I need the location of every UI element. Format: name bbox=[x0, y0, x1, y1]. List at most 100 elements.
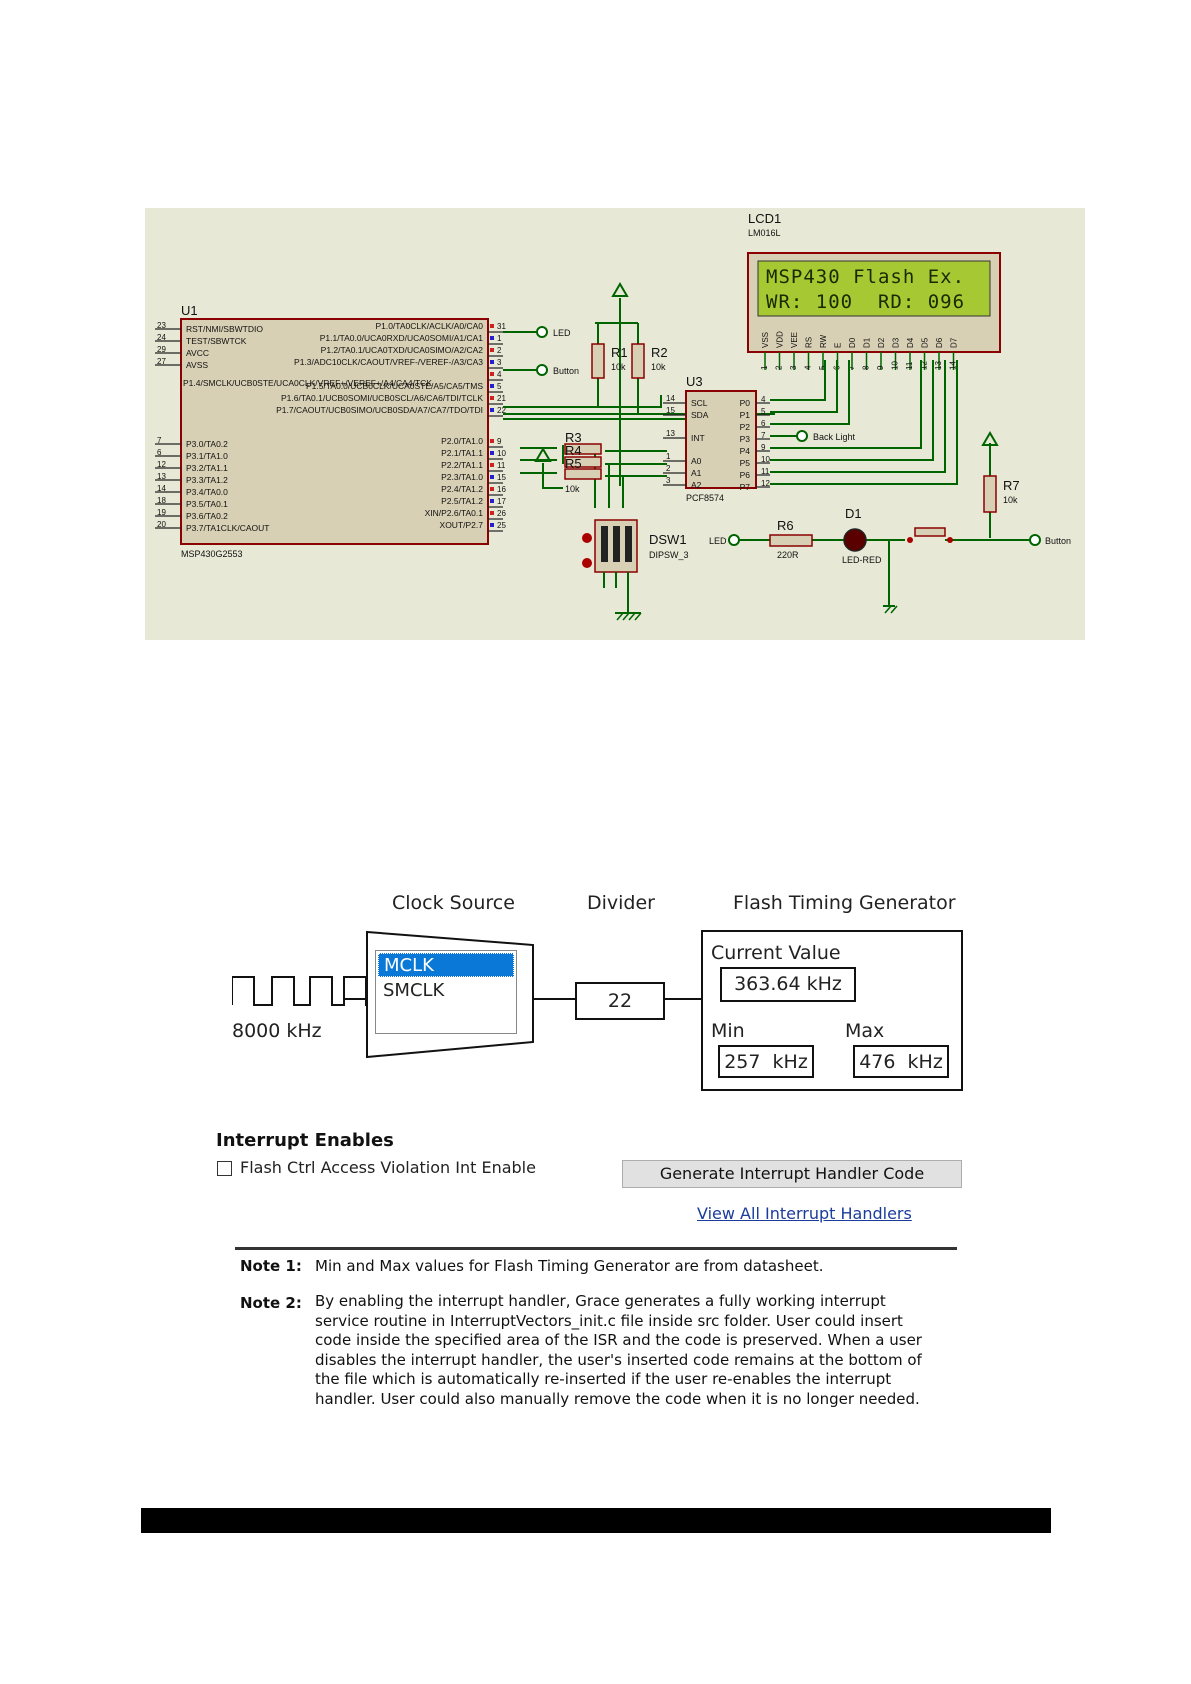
mcu-left-pin-name: AVSS bbox=[186, 360, 208, 370]
lcd-pin-number: 7 bbox=[847, 365, 856, 370]
divider-title: Divider bbox=[587, 892, 655, 914]
mcu-right-pin-number: 22 bbox=[497, 406, 506, 415]
clock-option-smclk[interactable]: SMCLK bbox=[378, 979, 514, 1003]
mcu-left-pin-number: 29 bbox=[157, 345, 166, 354]
clock-option-mclk-label: MCLK bbox=[384, 955, 434, 976]
mcu-left-pin-name: P3.6/TA0.2 bbox=[186, 511, 228, 521]
mcu-right-pin-number: 3 bbox=[497, 358, 502, 367]
lcd-pin-label: D1 bbox=[863, 337, 872, 348]
u3-right-pin-name: P6 bbox=[740, 470, 751, 480]
mcu-left-pin-name: P3.7/TA1CLK/CAOUT bbox=[186, 523, 269, 533]
mcu-right-pin-marker bbox=[490, 408, 494, 412]
mcu-right-pin-name: XIN/P2.6/TA0.1 bbox=[425, 508, 484, 518]
view-handlers-link[interactable]: View All Interrupt Handlers bbox=[697, 1204, 912, 1223]
clock-source-title: Clock Source bbox=[392, 892, 515, 914]
mcu-right-pin-marker bbox=[490, 451, 494, 455]
d1-ref: D1 bbox=[845, 506, 862, 521]
u3-body bbox=[685, 390, 757, 489]
u3-left-pin-name: A1 bbox=[691, 468, 702, 478]
min-label: Min bbox=[711, 1020, 745, 1042]
r3-ref: R3 bbox=[565, 430, 582, 445]
generate-handler-button[interactable]: Generate Interrupt Handler Code bbox=[622, 1160, 962, 1188]
mcu-right-pin-name: P2.0/TA1.0 bbox=[441, 436, 483, 446]
interrupt-checkbox[interactable] bbox=[217, 1161, 232, 1176]
lcd-pin-number: 13 bbox=[934, 361, 943, 370]
mcu-right-pin-marker bbox=[490, 439, 494, 443]
button-label: Button bbox=[553, 366, 579, 376]
lcd-pin-label: E bbox=[834, 343, 843, 348]
u3-right-pin-number: 6 bbox=[761, 419, 766, 428]
mcu-left-pin-number: 18 bbox=[157, 496, 166, 505]
lcd-line1: MSP430 Flash Ex. bbox=[766, 266, 965, 288]
mcu-left-pin-number: 6 bbox=[157, 448, 162, 457]
clock-option-mclk[interactable]: MCLK bbox=[378, 953, 514, 977]
mcu-right-pin-marker bbox=[490, 511, 494, 515]
mcu-right-pin-number: 15 bbox=[497, 473, 506, 482]
mcu-left-pin-number: 23 bbox=[157, 321, 166, 330]
mcu-right-pin-number: 25 bbox=[497, 521, 506, 530]
r1-ref: R1 bbox=[611, 345, 628, 360]
mcu-right-pin-name: P2.1/TA1.1 bbox=[441, 448, 483, 458]
mcu-left-pin-number: 7 bbox=[157, 436, 162, 445]
u3-right-pin-number: 11 bbox=[761, 467, 770, 476]
wire-clk-in bbox=[345, 998, 365, 1000]
max-label: Max bbox=[845, 1020, 885, 1042]
mcu-left-pin-number: 12 bbox=[157, 460, 166, 469]
lcd-pin-number: 4 bbox=[804, 365, 813, 370]
lcd-line2: WR: 100 RD: 096 bbox=[766, 291, 965, 313]
mcu-left-pin-name: P3.0/TA0.2 bbox=[186, 439, 228, 449]
mcu-right-pin-name: P1.2/TA0.1/UCA0TXD/UCA0SIMO/A2/CA2 bbox=[321, 345, 484, 355]
lcd-pin-number: 11 bbox=[905, 361, 914, 370]
r345-val: 10k bbox=[565, 484, 580, 494]
lcd-pins: VSS1VDD2VEE3RS4RW5E6D07D18D29D310D411D51… bbox=[760, 331, 959, 370]
current-value: 363.64 kHz bbox=[734, 973, 842, 995]
mcu-left-pin-number: 14 bbox=[157, 484, 166, 493]
u3-right-pin-number: 4 bbox=[761, 395, 766, 404]
mcu-right-pin-name: P1.3/ADC10CLK/CAOUT/VREF-/VEREF-/A3/CA3 bbox=[294, 357, 483, 367]
lcd-pin-number: 5 bbox=[818, 365, 827, 370]
mcu-right-pin-number: 1 bbox=[497, 334, 502, 343]
u3-right-pin-name: P1 bbox=[740, 410, 751, 420]
divider-value-box[interactable]: 22 bbox=[575, 982, 665, 1020]
mcu-part: MSP430G2553 bbox=[181, 549, 243, 559]
d1-led bbox=[843, 528, 867, 552]
generate-handler-label: Generate Interrupt Handler Code bbox=[659, 1164, 925, 1183]
u3-right-pin-name: P5 bbox=[740, 458, 751, 468]
mcu-right-pin-marker bbox=[490, 487, 494, 491]
u3-right-pin-name: P3 bbox=[740, 434, 751, 444]
r6-body bbox=[769, 534, 813, 547]
u3-left-pin-number: 13 bbox=[666, 429, 675, 438]
r1-body bbox=[591, 343, 605, 379]
r7-ref: R7 bbox=[1003, 478, 1020, 493]
interrupt-checkbox-label[interactable]: Flash Ctrl Access Violation Int Enable bbox=[240, 1158, 536, 1177]
min-value: 257 kHz bbox=[724, 1051, 808, 1073]
u3-part: PCF8574 bbox=[686, 493, 724, 503]
mcu-right-pin-number: 11 bbox=[497, 461, 506, 470]
lcd-ref: LCD1 bbox=[748, 211, 781, 226]
u3-right-pin-number: 12 bbox=[761, 479, 770, 488]
r2-body bbox=[631, 343, 645, 379]
mcu-right-pin-name: P1.7/CAOUT/UCB0SIMO/UCB0SDA/A7/CA7/TDO/T… bbox=[276, 405, 483, 415]
r1-val: 10k bbox=[611, 362, 626, 372]
note2-line: the file which is automatically re-inser… bbox=[315, 1370, 892, 1388]
mcu-right-pin-number: 10 bbox=[497, 449, 506, 458]
clock-source-listbox[interactable]: MCLK SMCLK bbox=[375, 950, 517, 1034]
min-value-box: 257 kHz bbox=[718, 1045, 814, 1078]
u3-left-pin-name: SCL bbox=[691, 398, 708, 408]
mcu-left-pin-name: TEST/SBWTCK bbox=[186, 336, 247, 346]
note2-label: Note 2: bbox=[240, 1294, 302, 1312]
r3-body bbox=[564, 443, 602, 455]
mcu-left-pin-name: AVCC bbox=[186, 348, 209, 358]
lcd-pin-label: RS bbox=[805, 337, 814, 348]
lcd-pin-label: RW bbox=[819, 334, 828, 348]
current-value-box: 363.64 kHz bbox=[720, 967, 856, 1002]
interrupt-title: Interrupt Enables bbox=[216, 1130, 394, 1151]
mcu-left-pin-name: P3.4/TA0.0 bbox=[186, 487, 228, 497]
lcd-part: LM016L bbox=[748, 228, 781, 238]
mcu-p14-label: P1.4/SMCLK/UCB0STE/UCA0CLK/VREF+/VEREF+/… bbox=[183, 378, 432, 388]
mcu-right-pin-marker bbox=[490, 360, 494, 364]
mcu-left-pin-number: 27 bbox=[157, 357, 166, 366]
u3-right-pin-number: 10 bbox=[761, 455, 770, 464]
